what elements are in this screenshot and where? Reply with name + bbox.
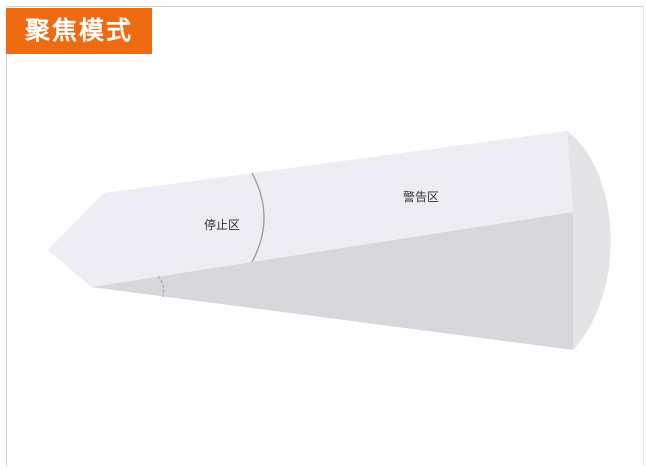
cone-top-face [48, 131, 573, 287]
stop-zone-boundary [251, 172, 265, 263]
cone-end-cap [567, 131, 611, 350]
page-title: 聚焦模式 [6, 8, 152, 54]
warning-zone-label: 警告区 [403, 189, 439, 204]
stop-zone-label: 停止区 [204, 217, 240, 232]
stop-zone-boundary-hidden [157, 275, 165, 298]
cone-side-face [91, 212, 573, 350]
